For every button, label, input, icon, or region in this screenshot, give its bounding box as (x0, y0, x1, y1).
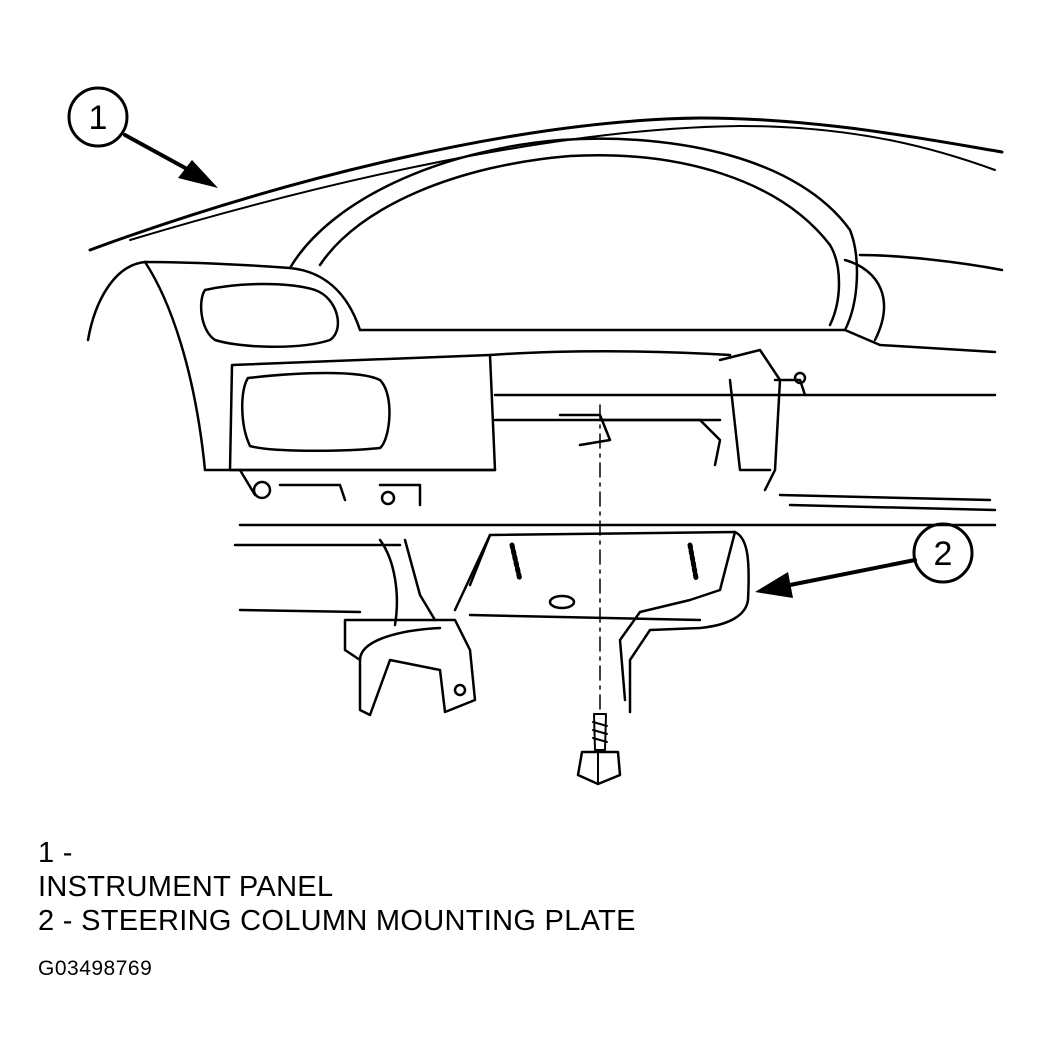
callout-2-number: 2 (934, 535, 953, 573)
mounting-bolt (576, 404, 622, 786)
legend-item-2-label: 2 - STEERING COLUMN MOUNTING PLATE (38, 905, 636, 937)
dash-top-outline (88, 116, 1004, 252)
steering-column-support (343, 538, 477, 717)
callout-1: 1 (67, 86, 218, 188)
cross-car-beam (233, 493, 997, 614)
callout-2: 2 (755, 522, 974, 598)
legend-item-1-prefix: 1 - (38, 837, 73, 869)
legend-item-1-label: INSTRUMENT PANEL (38, 871, 334, 903)
lower-dash-panel (228, 350, 997, 507)
figure-id: G03498769 (38, 957, 153, 980)
exploded-view-diagram: 1 2 (67, 86, 1004, 786)
legend: 1 - INSTRUMENT PANEL 2 - STEERING COLUMN… (38, 836, 636, 938)
callout-1-number: 1 (89, 99, 108, 137)
cluster-hood (288, 137, 1004, 354)
right-bracket (558, 348, 807, 492)
dash-left-end (86, 260, 497, 472)
mounting-plate (453, 530, 750, 714)
